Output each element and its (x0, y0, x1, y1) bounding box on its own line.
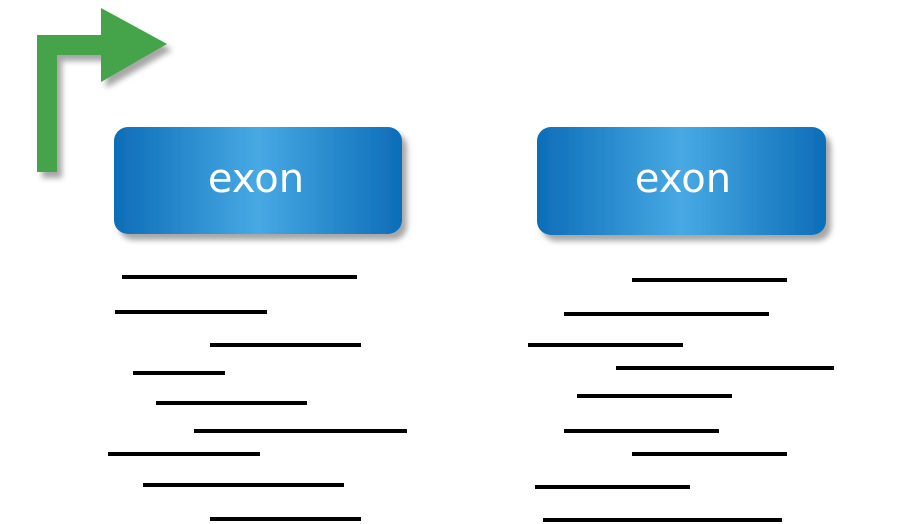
exon-label-2: exon (635, 156, 731, 202)
reads-group-exon-2 (528, 278, 834, 522)
reads-group-exon-1 (108, 275, 407, 521)
exon-box-1: exon (114, 127, 402, 234)
exon-label-1: exon (208, 156, 304, 202)
exon-box-2: exon (537, 127, 826, 235)
transcription-start-arrow-icon (37, 8, 167, 172)
